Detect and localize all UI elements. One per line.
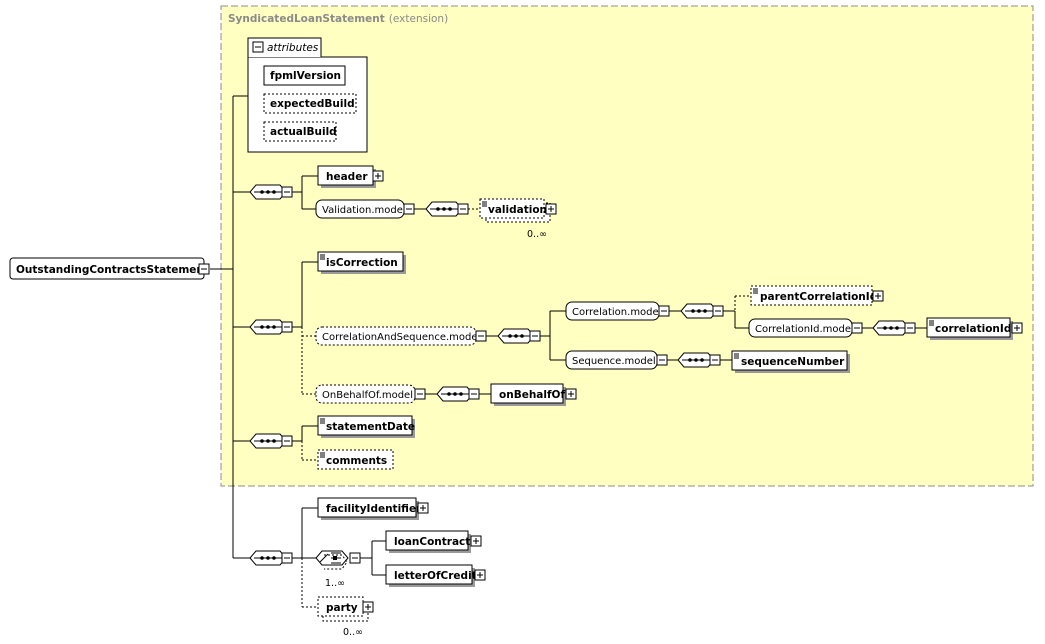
element-statementDate[interactable]: statementDate bbox=[317, 415, 415, 438]
collapse-icon[interactable] bbox=[851, 322, 863, 334]
element-isCorrection[interactable]: isCorrection bbox=[317, 251, 406, 274]
collapse-icon[interactable] bbox=[475, 330, 487, 342]
element-comments[interactable]: comments bbox=[317, 449, 394, 470]
svg-text:isCorrection: isCorrection bbox=[326, 257, 398, 269]
element-validation[interactable]: validation bbox=[479, 198, 551, 223]
sequence-compositor[interactable] bbox=[677, 352, 721, 368]
sequence-compositor[interactable] bbox=[497, 328, 541, 344]
element-loanContract[interactable]: loanContract bbox=[385, 530, 471, 553]
element-onBehalfOf[interactable]: onBehalfOf bbox=[490, 383, 566, 406]
element-sequenceNumber[interactable]: sequenceNumber bbox=[731, 350, 850, 373]
svg-text:attributes: attributes bbox=[267, 42, 319, 54]
svg-text:CorrelationId.model: CorrelationId.model bbox=[755, 324, 854, 335]
sequence-compositor[interactable] bbox=[872, 320, 916, 336]
svg-text:comments: comments bbox=[326, 455, 387, 467]
svg-text:sequenceNumber: sequenceNumber bbox=[741, 356, 845, 368]
svg-text:parentCorrelationId: parentCorrelationId bbox=[760, 291, 877, 303]
collapse-icon[interactable] bbox=[658, 305, 670, 317]
svg-text:letterOfCredit: letterOfCredit bbox=[394, 570, 477, 582]
svg-text:CorrelationAndSequence.model: CorrelationAndSequence.model bbox=[322, 332, 480, 343]
element-header[interactable]: header bbox=[317, 165, 376, 188]
group-onbehalfof-model[interactable]: OnBehalfOf.model bbox=[315, 384, 416, 404]
expand-icon[interactable] bbox=[372, 170, 384, 182]
connector-lines bbox=[210, 95, 927, 608]
group-validation-model[interactable]: Validation.model bbox=[315, 199, 406, 219]
expand-icon[interactable] bbox=[1011, 322, 1023, 334]
svg-text:statementDate: statementDate bbox=[326, 421, 415, 433]
sequence-compositor[interactable] bbox=[249, 433, 293, 449]
svg-text:correlationId: correlationId bbox=[935, 323, 1011, 335]
cardinality-label: 1..∞ bbox=[325, 578, 345, 589]
sequence-compositor[interactable] bbox=[249, 184, 293, 200]
attribute-fpmlVersion[interactable]: fpmlVersion bbox=[263, 65, 346, 86]
attribute-expectedBuild[interactable]: expectedBuild bbox=[263, 93, 357, 114]
group-correlation-model[interactable]: Correlation.model bbox=[565, 301, 661, 321]
extension-title: SyndicatedLoanStatement(extension) bbox=[228, 13, 448, 25]
expand-icon[interactable] bbox=[545, 203, 557, 215]
element-parentCorrelationId[interactable]: parentCorrelationId bbox=[750, 285, 877, 306]
root-element[interactable]: OutstandingContractsStatement bbox=[9, 257, 209, 280]
attribute-actualBuild[interactable]: actualBuild bbox=[263, 121, 337, 142]
group-sequence-model[interactable]: Sequence.model bbox=[565, 350, 658, 370]
collapse-icon[interactable] bbox=[414, 388, 426, 400]
svg-text:OutstandingContractsStatement: OutstandingContractsStatement bbox=[16, 264, 209, 276]
svg-text:facilityIdentifier: facilityIdentifier bbox=[326, 503, 422, 515]
svg-text:expectedBuild: expectedBuild bbox=[270, 98, 355, 110]
element-letterOfCredit[interactable]: letterOfCredit bbox=[385, 564, 477, 587]
expand-icon[interactable] bbox=[474, 569, 486, 581]
group-correlation-and-sequence-model[interactable]: CorrelationAndSequence.model bbox=[315, 326, 480, 346]
svg-text:actualBuild: actualBuild bbox=[270, 126, 337, 138]
collapse-icon[interactable] bbox=[252, 41, 264, 53]
element-party[interactable]: party bbox=[317, 596, 369, 622]
collapse-icon[interactable] bbox=[403, 203, 415, 215]
sequence-compositor[interactable] bbox=[436, 386, 480, 402]
svg-text:onBehalfOf: onBehalfOf bbox=[499, 389, 565, 401]
svg-text:header: header bbox=[326, 171, 368, 183]
svg-text:fpmlVersion: fpmlVersion bbox=[270, 70, 341, 82]
expand-icon[interactable] bbox=[470, 535, 482, 547]
svg-text:Validation.model: Validation.model bbox=[322, 205, 406, 216]
svg-text:OnBehalfOf.model: OnBehalfOf.model bbox=[322, 390, 413, 401]
collapse-icon[interactable] bbox=[198, 263, 210, 275]
collapse-icon[interactable] bbox=[656, 354, 668, 366]
svg-text:Correlation.model: Correlation.model bbox=[572, 307, 661, 318]
expand-icon[interactable] bbox=[872, 290, 884, 302]
cardinality-label: 0..∞ bbox=[527, 229, 547, 240]
expand-icon[interactable] bbox=[417, 502, 429, 514]
svg-text:party: party bbox=[326, 602, 358, 614]
cardinality-label: 0..∞ bbox=[343, 627, 363, 638]
group-correlationid-model[interactable]: CorrelationId.model bbox=[748, 318, 854, 338]
element-facilityIdentifier[interactable]: facilityIdentifier bbox=[317, 497, 422, 520]
sequence-compositor[interactable] bbox=[249, 550, 293, 566]
sequence-compositor[interactable] bbox=[680, 303, 724, 319]
expand-icon[interactable] bbox=[565, 388, 577, 400]
svg-text:Sequence.model: Sequence.model bbox=[572, 356, 656, 367]
sequence-compositor[interactable] bbox=[425, 201, 469, 217]
element-correlationId[interactable]: correlationId bbox=[926, 317, 1013, 340]
expand-icon[interactable] bbox=[362, 601, 374, 613]
svg-text:validation: validation bbox=[488, 204, 547, 216]
svg-text:loanContract: loanContract bbox=[394, 536, 470, 548]
sequence-compositor[interactable] bbox=[249, 319, 293, 335]
choice-compositor[interactable] bbox=[315, 550, 361, 570]
